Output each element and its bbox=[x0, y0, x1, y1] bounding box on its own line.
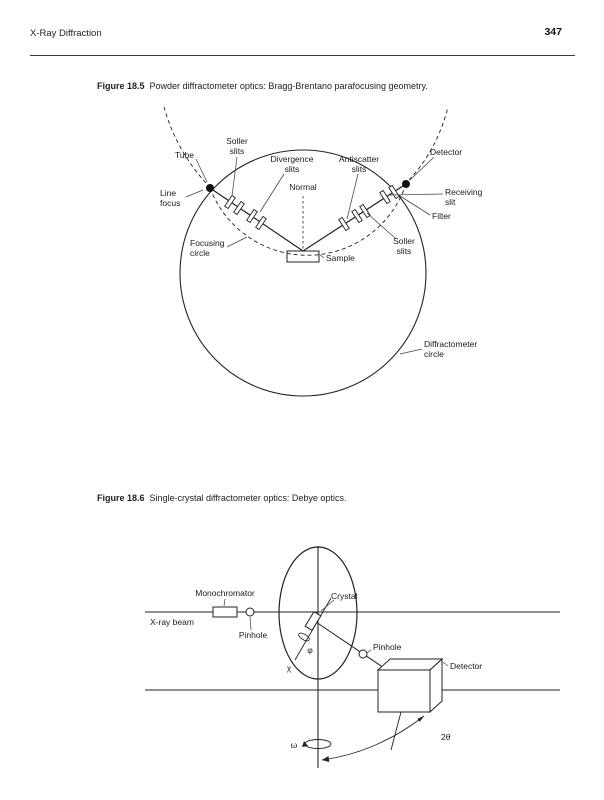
figure1-caption-label: Figure 18.5 bbox=[97, 81, 145, 91]
figure2-labels: Monochromator X-ray beam Pinhole Crystal… bbox=[150, 588, 482, 750]
goniometer-arc-left bbox=[163, 106, 207, 184]
crystal bbox=[304, 610, 322, 632]
crystal-label: Crystal bbox=[331, 591, 358, 601]
soller-slits-right bbox=[351, 203, 371, 224]
antiscatter-slits-label-line1: Antiscatter bbox=[339, 154, 379, 164]
line-focus-point bbox=[206, 184, 214, 192]
figure1-caption: Figure 18.5 Powder diffractometer optics:… bbox=[97, 81, 428, 91]
slit-plate bbox=[379, 189, 391, 205]
two-theta-arc bbox=[321, 715, 425, 761]
sample-holder bbox=[286, 250, 320, 263]
slit-plate bbox=[233, 200, 245, 216]
detector-box bbox=[376, 657, 444, 714]
omega-label: ω bbox=[291, 740, 298, 750]
soller-slits-left bbox=[224, 194, 245, 216]
xray-beam-label: X-ray beam bbox=[150, 617, 194, 627]
receiving-slit-label-line2: slit bbox=[445, 197, 456, 207]
slit-plate bbox=[351, 208, 363, 224]
diffracted-beam bbox=[312, 619, 391, 673]
leader-line-crystal bbox=[320, 599, 335, 612]
slit-plate bbox=[359, 203, 371, 219]
slit-plate bbox=[224, 194, 236, 210]
incident-beam bbox=[209, 187, 304, 252]
antiscatter-slits-label-line2: slits bbox=[352, 164, 367, 174]
leader-line-detector bbox=[442, 661, 449, 667]
figure2-caption: Figure 18.6 Single-crystal diffractometer… bbox=[97, 493, 346, 503]
normal-label: Normal bbox=[289, 182, 317, 192]
antiscatter-slit bbox=[338, 216, 350, 232]
receiving-slit-label-line1: Receiving bbox=[445, 187, 483, 197]
figure2-caption-label: Figure 18.6 bbox=[97, 493, 145, 503]
two-theta-arrowhead-right bbox=[417, 716, 424, 722]
leader-line-filter bbox=[396, 193, 431, 216]
phi-label: φ bbox=[307, 645, 313, 655]
diffractometer-circle-label-line2: circle bbox=[424, 349, 444, 359]
detector-label: Detector bbox=[450, 661, 482, 671]
focusing-circle-label-line2: circle bbox=[190, 248, 210, 258]
chi-circle bbox=[278, 546, 358, 680]
omega-arrowhead bbox=[302, 741, 308, 747]
soller-slits-left-label-line1: Soller bbox=[226, 136, 248, 146]
monochromator bbox=[212, 606, 238, 618]
phi-rotation-loop bbox=[298, 632, 310, 642]
slit-plate bbox=[338, 216, 350, 232]
two-theta-label: 2θ bbox=[441, 732, 451, 742]
leader-line-detector bbox=[409, 156, 435, 181]
figure1-diagram: Tube Soller slits Divergence slits Norma… bbox=[160, 106, 483, 397]
soller-slits-right-label-line2: slits bbox=[397, 246, 412, 256]
header-rule bbox=[30, 55, 575, 56]
slit-plate bbox=[246, 208, 258, 224]
running-header-title: X-Ray Diffraction bbox=[30, 28, 102, 39]
leader-line-tube bbox=[195, 158, 208, 183]
leader-line-soller-left bbox=[231, 156, 238, 197]
soller-slits-right-label-line1: Soller bbox=[393, 236, 415, 246]
leader-line-pinhole-incident bbox=[249, 616, 252, 631]
figure2-caption-text: Single-crystal diffractometer optics: De… bbox=[149, 493, 347, 503]
pinhole-diffracted bbox=[358, 649, 368, 659]
figure2-diagram: Monochromator X-ray beam Pinhole Crystal… bbox=[145, 546, 560, 768]
diffractometer-circle-outline bbox=[179, 149, 427, 397]
detector-label: Detector bbox=[430, 147, 462, 157]
figure1-labels: Tube Soller slits Divergence slits Norma… bbox=[160, 136, 483, 359]
leader-line-pinhole-diffracted bbox=[366, 649, 372, 654]
detector-point bbox=[402, 180, 410, 188]
detector-direction-line bbox=[390, 711, 402, 751]
focusing-circle-label-line1: Focusing bbox=[190, 238, 225, 248]
divergence-slits bbox=[246, 208, 267, 231]
two-theta-arrowhead-left bbox=[322, 756, 330, 762]
filter-label: Filter bbox=[432, 211, 451, 221]
receiving-slit bbox=[379, 189, 391, 205]
tube-label: Tube bbox=[175, 150, 194, 160]
filter-element bbox=[388, 184, 400, 200]
leader-line-focusing-circle bbox=[226, 236, 248, 248]
pinhole-incident bbox=[245, 607, 255, 617]
sample-label: Sample bbox=[326, 253, 355, 263]
diffracted-beam bbox=[302, 183, 407, 252]
leader-line-diffractometer-circle bbox=[399, 348, 423, 355]
soller-slits-left-label-line2: slits bbox=[230, 146, 245, 156]
slit-plate bbox=[388, 184, 400, 200]
divergence-slits-label-line1: Divergence bbox=[271, 154, 314, 164]
line-focus-label-line1: Line bbox=[160, 188, 176, 198]
leader-line-antiscatter bbox=[346, 173, 359, 220]
goniometer-arc-right bbox=[408, 106, 449, 181]
slit-plate bbox=[255, 215, 267, 231]
pinhole-incident-label: Pinhole bbox=[239, 630, 268, 640]
focusing-circle-arc bbox=[209, 183, 407, 256]
pinhole-diffracted-label: Pinhole bbox=[373, 642, 402, 652]
detector-front-face bbox=[377, 669, 431, 713]
leader-line-monochromator bbox=[223, 598, 226, 607]
monochromator-label: Monochromator bbox=[195, 588, 255, 598]
line-focus-label-line2: focus bbox=[160, 198, 180, 208]
leader-line-divergence bbox=[259, 173, 285, 213]
leader-line-line-focus bbox=[185, 189, 204, 198]
diffractometer-circle-label-line1: Diffractometer bbox=[424, 339, 477, 349]
leader-line-soller-right bbox=[366, 212, 397, 240]
divergence-slits-label-line2: slits bbox=[285, 164, 300, 174]
figure1-caption-text: Powder diffractometer optics: Bragg-Bren… bbox=[149, 81, 428, 91]
leader-line-sample bbox=[319, 254, 325, 259]
page-number: 347 bbox=[544, 26, 562, 38]
chi-label: χ bbox=[287, 663, 292, 673]
